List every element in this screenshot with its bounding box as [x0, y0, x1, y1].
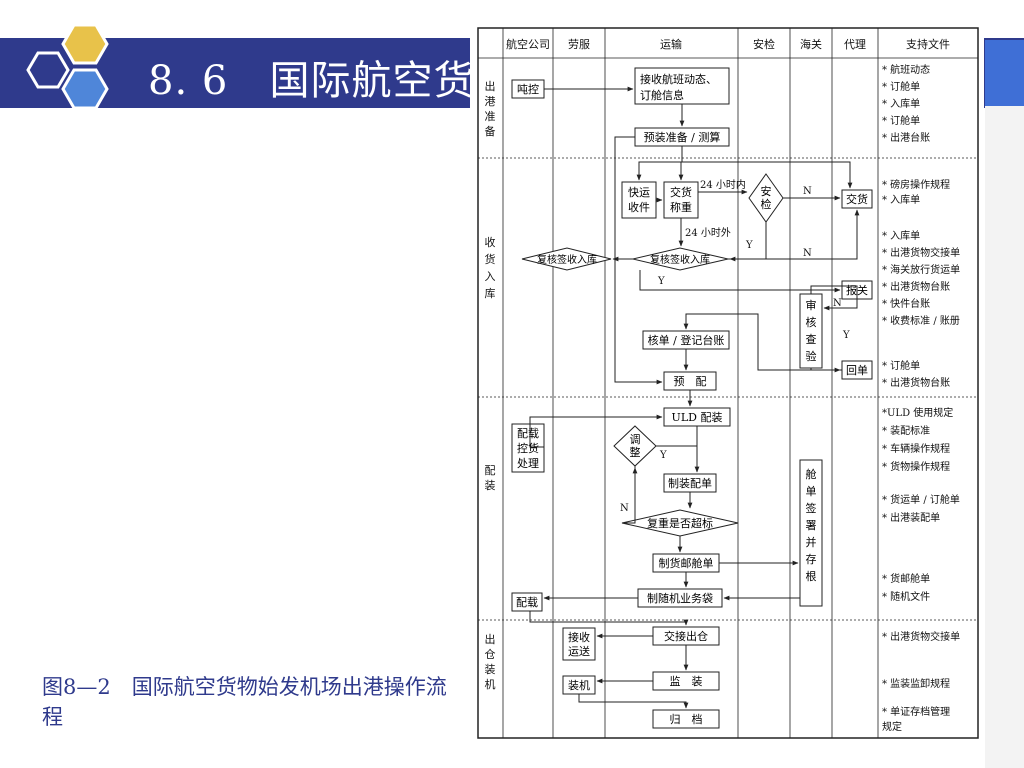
node-handover-out-label: 交接出仓: [664, 629, 708, 643]
flow-connectors: [529, 86, 860, 709]
node-archive-label: 归 档: [670, 712, 703, 726]
docs-stage2a: * 磅房操作规程* 入库单: [882, 178, 950, 206]
edge-label-24h-out: 24 小时外: [685, 227, 731, 239]
node-return-doc-label: 回单: [846, 364, 868, 377]
edge-label-n-overweight: N: [620, 503, 629, 514]
node-overweight-check: [621, 509, 739, 537]
edge-label-n-recheck: N: [803, 248, 812, 259]
flowchart-panel: 航空公司 劳服 运输 安检 海关 代理 支持文件 出港准备 收货入库 配装 出仓…: [470, 22, 984, 740]
node-review-inspect-label: 审核查验: [806, 298, 817, 363]
node-recheck-right-label: 复核签收入库: [650, 253, 710, 266]
col-header-labor: 劳服: [568, 38, 590, 51]
hexagon-blue-icon: [61, 68, 109, 110]
col-header-customs: 海关: [800, 37, 822, 51]
stage-label-loadplan: 配装: [485, 464, 496, 492]
docs-stage4c: * 单证存档管理规定: [882, 705, 950, 733]
node-express-receive-label: 快运收件: [628, 186, 650, 214]
col-header-agent: 代理: [844, 38, 866, 51]
node-preload-calc-label: 预装准备 / 测算: [644, 130, 721, 144]
edge-label-n-security: N: [803, 186, 812, 197]
banner-accent-block: [985, 40, 1024, 106]
hexagon-gold-icon: [61, 23, 109, 65]
edge-label-n-review: N: [833, 298, 842, 309]
docs-stage3c: * 货邮舱单* 随机文件: [882, 572, 930, 603]
docs-stage3b: * 货运单 / 订舱单* 出港装配单: [882, 493, 960, 524]
node-verify-register-label: 核单 / 登记台账: [648, 333, 725, 347]
node-load-planning: [511, 592, 543, 612]
node-preallocate-label: 预 配: [674, 375, 707, 388]
col-header-transport: 运输: [660, 37, 682, 51]
node-recheck-left-label: 复核签收入库: [537, 253, 597, 266]
node-receive-flight-info-label: 接收航班动态、订舱信息: [640, 72, 717, 102]
section-number: 8. 6: [148, 58, 229, 104]
node-load-control-label: 配载控货处理: [517, 427, 539, 470]
docs-stage4a: * 出港货物交接单: [882, 630, 960, 643]
node-security-check-label: 安检: [761, 184, 772, 211]
col-header-airline: 航空公司: [506, 37, 550, 51]
stage-label-receive: 收货入库: [485, 235, 496, 300]
hexagon-outline-icon: [26, 51, 70, 89]
node-deliver-label: 交货: [846, 192, 868, 206]
flowchart: 航空公司 劳服 运输 安检 海关 代理 支持文件 出港准备 收货入库 配装 出仓…: [477, 27, 979, 739]
docs-stage2c: * 订舱单* 出港货物台账: [882, 359, 950, 389]
hexagon-logo-icon: [26, 23, 109, 110]
node-overweight-check-label: 复重是否超标: [647, 516, 713, 530]
node-load-planning-label: 配载: [516, 596, 538, 609]
node-receive-transport-label: 接收运送: [568, 630, 590, 658]
col-header-docs: 支持文件: [906, 37, 950, 51]
edge-label-y-adjust: Y: [659, 450, 667, 461]
node-manifest-sign: [799, 459, 823, 607]
edge-label-y-recheck: Y: [657, 276, 665, 287]
node-flight-bag-label: 制随机业务袋: [647, 591, 713, 605]
stage-label-prepare: 出港准备: [485, 79, 496, 138]
node-supervise-loading-label: 监 装: [670, 675, 703, 688]
node-deliver-weigh-label: 交货称重: [670, 185, 692, 214]
stage-label-outbound: 出仓装机: [485, 632, 496, 691]
node-receive-transport: [562, 627, 596, 661]
node-express-receive: [621, 181, 657, 219]
node-deliver: [841, 189, 873, 209]
right-margin-strip: [985, 106, 1024, 768]
docs-stage3a: *ULD 使用规定* 装配标准* 车辆操作规程* 货物操作规程: [882, 406, 953, 473]
figure-caption: 图8—2 国际航空货物始发机场出港操作流程: [42, 675, 447, 729]
node-load-control: [511, 423, 545, 473]
node-archive: [652, 709, 720, 729]
node-recheck-left: [521, 247, 612, 271]
node-uld-assembly-label: ULD 配装: [672, 411, 723, 424]
node-manifest-sign-label: 舱单签署并存根: [806, 467, 817, 583]
node-dunkong-label: 吨控: [517, 82, 539, 96]
edge-label-y-review: Y: [842, 330, 850, 341]
node-adjust-label: 调整: [630, 433, 641, 459]
node-cargo-mail-manifest-label: 制货邮舱单: [659, 556, 714, 570]
node-make-assembly-list-label: 制装配单: [668, 477, 712, 490]
stage-dividers: [478, 157, 978, 621]
node-aircraft-loading-label: 装机: [568, 678, 590, 692]
edge-label-24h-in: 24 小时内: [700, 178, 746, 191]
docs-stage4b: * 监装监卸规程: [882, 677, 950, 690]
node-receive-flight-info: [634, 67, 730, 105]
docs-stage2b: * 入库单* 出港货物交接单* 海关放行货运单* 出港货物台账* 快件台账* 收…: [882, 229, 960, 327]
edge-label-y-security: Y: [745, 240, 753, 251]
docs-stage1: * 航班动态* 订舱单* 入库单* 订舱单* 出港台账: [882, 63, 930, 144]
col-header-security: 安检: [753, 37, 775, 51]
